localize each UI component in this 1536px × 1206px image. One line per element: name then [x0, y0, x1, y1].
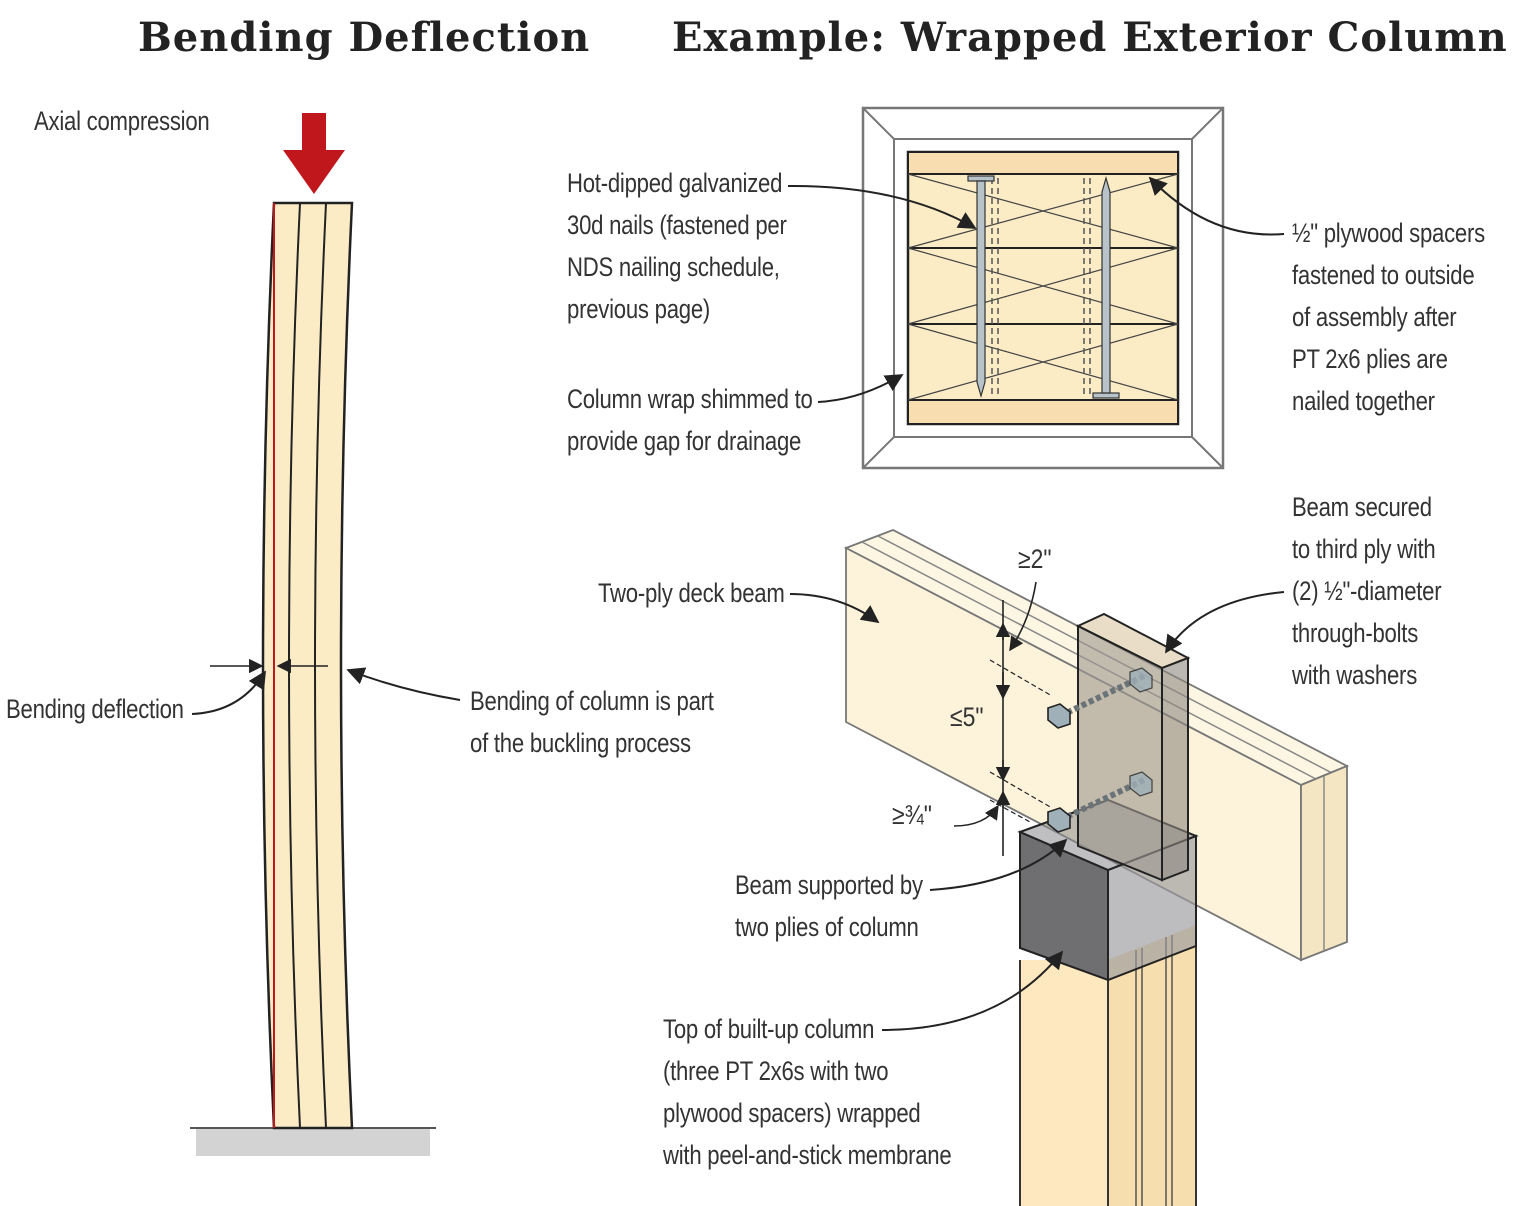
axial-compression-label: Axial compression — [34, 106, 210, 136]
axial-arrow — [283, 113, 345, 194]
built-up-column — [1019, 925, 1197, 1206]
plan-leaders — [787, 176, 1285, 403]
dimension-lines — [953, 581, 1053, 856]
column-top-label: Top of built-up column (three PT 2x6s wi… — [663, 1014, 952, 1170]
bolt-nut-upper-icon — [1047, 667, 1153, 729]
beam-secured-label: Beam secured to third ply with (2) ½"-di… — [1292, 492, 1442, 690]
dim-min-2in: ≥2" — [1018, 544, 1052, 574]
ground-slab — [190, 1127, 436, 1156]
column-wrap-plan — [861, 106, 1225, 470]
bolt-nut-lower-icon — [1047, 771, 1153, 833]
buckling-process-label: Bending of column is part of the bucklin… — [470, 686, 714, 758]
column-wrap-label: Column wrap shimmed to provide gap for d… — [567, 384, 813, 456]
nails-label: Hot-dipped galvanized 30d nails (fastene… — [567, 168, 787, 324]
nail-left-icon — [967, 175, 995, 399]
dim-max-5in: ≤5" — [950, 702, 984, 732]
beam-supported-label: Beam supported by two plies of column — [735, 870, 923, 942]
bending-deflection-label: Bending deflection — [6, 694, 184, 724]
left-title: Bending Deflection — [138, 14, 591, 61]
dim-min-3-4in: ≥¾" — [892, 800, 932, 830]
iso-leaders — [789, 591, 1285, 1031]
third-ply — [1075, 612, 1191, 882]
nail-right-icon — [1092, 175, 1120, 399]
deflection-markers — [191, 658, 461, 715]
plywood-spacers-label: ½" plywood spacers fastened to outside o… — [1292, 218, 1485, 416]
deck-beam-label: Two-ply deck beam — [598, 578, 785, 608]
right-title: Example: Wrapped Exterior Column — [672, 14, 1508, 61]
